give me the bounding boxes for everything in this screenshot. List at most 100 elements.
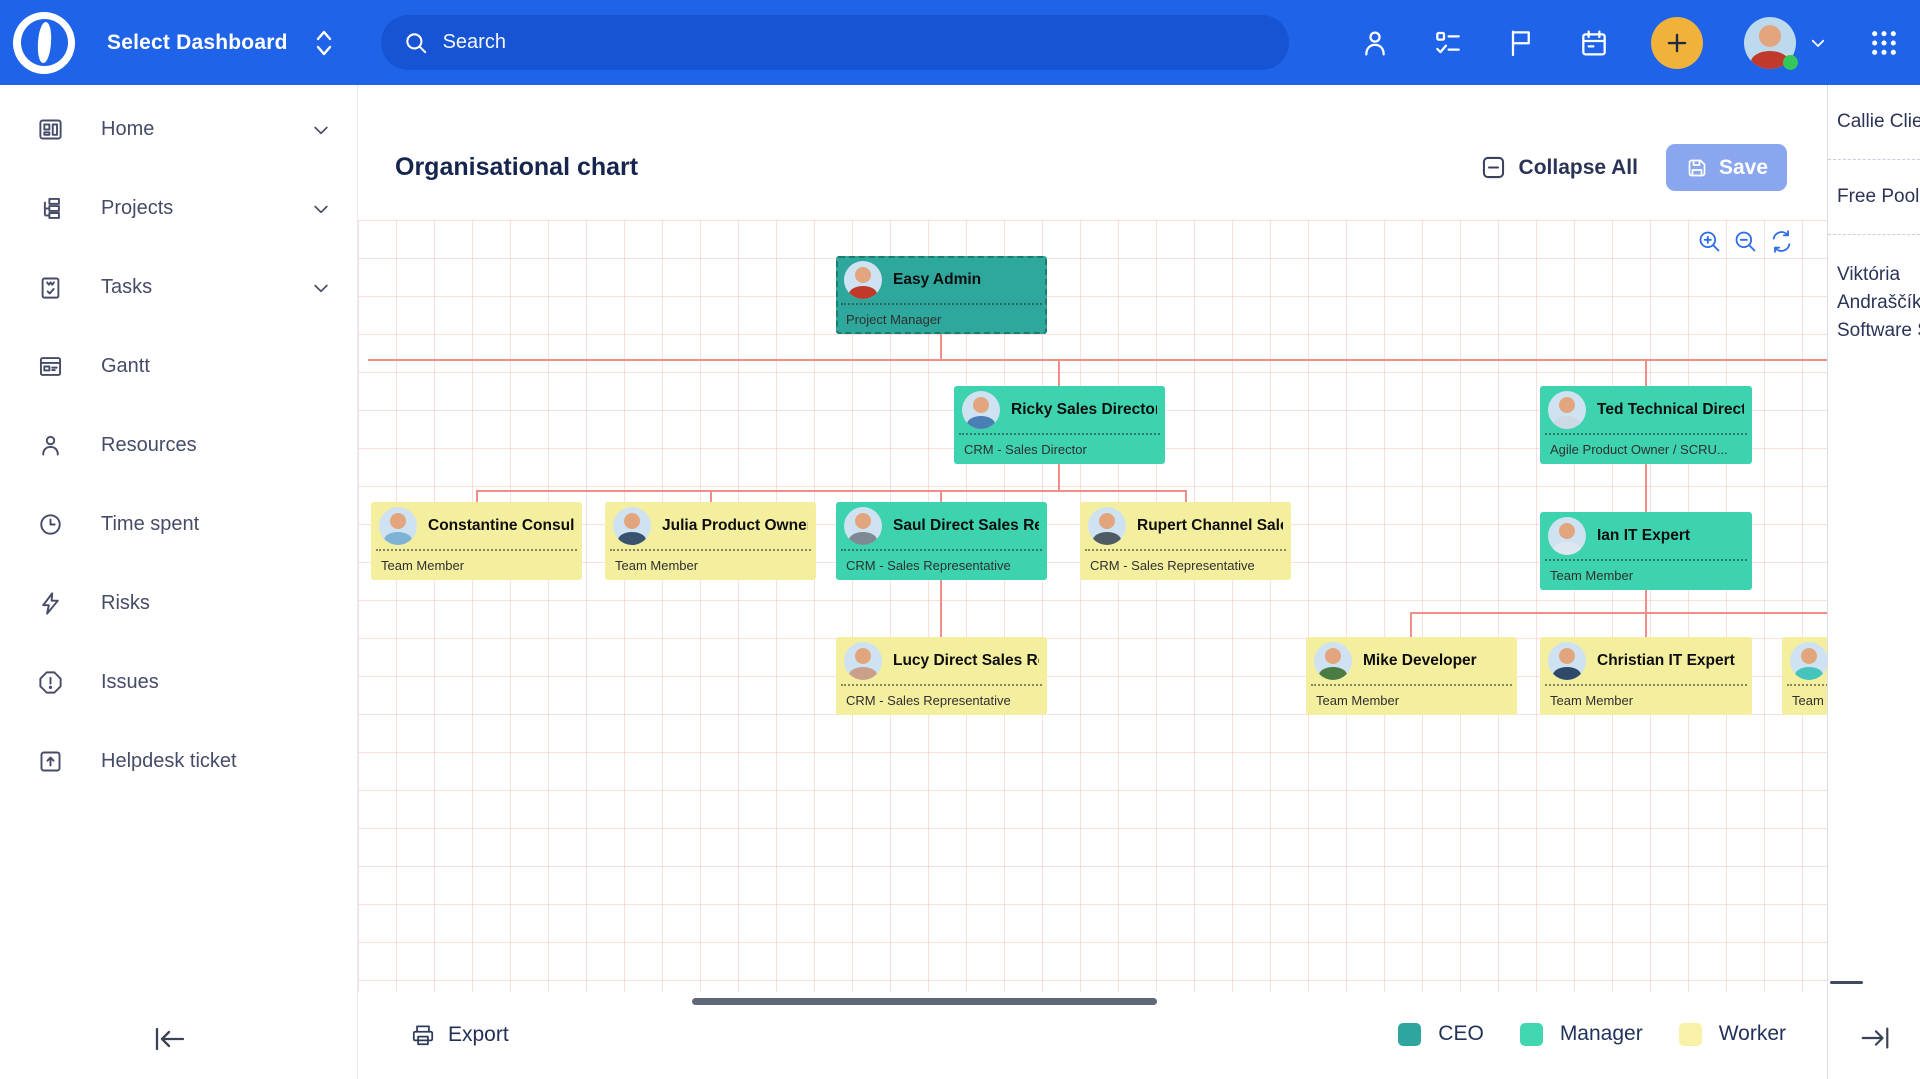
sidebar-item-helpdesk-ticket[interactable]: Helpdesk ticket: [0, 722, 357, 801]
org-node-ted[interactable]: Ted Technical Director Agile Product Own…: [1540, 386, 1752, 464]
org-node-christian[interactable]: Christian IT Expert Team Member: [1540, 637, 1752, 715]
zoom-in-icon[interactable]: [1696, 228, 1723, 255]
connector-line: [1645, 464, 1647, 512]
node-divider: [1311, 684, 1512, 686]
sidebar-item-label: Projects: [101, 197, 174, 219]
org-chart-canvas[interactable]: Easy Admin Project Manager Ricky Sales D…: [358, 220, 1827, 992]
home-dashboard-icon: [39, 119, 62, 140]
chevron-down-icon[interactable]: [311, 199, 331, 219]
sidebar-item-label: Issues: [101, 671, 159, 693]
sidebar-item-home[interactable]: Home: [0, 90, 357, 169]
org-node-constantine[interactable]: Constantine Consult... Team Member: [371, 502, 582, 580]
clock-icon: [40, 514, 61, 535]
page-header: Organisational chart Collapse All Save: [358, 85, 1827, 220]
sidebar-item-label: Home: [101, 118, 155, 140]
calendar-icon[interactable]: [1578, 27, 1610, 59]
legend-ceo-swatch: [1398, 1022, 1422, 1046]
horizontal-scrollbar[interactable]: [692, 998, 1157, 1005]
person-icon[interactable]: [1359, 27, 1391, 59]
connector-line: [1410, 612, 1412, 637]
connector-line: [940, 490, 942, 502]
sidebar-item-projects[interactable]: Projects: [0, 169, 357, 248]
online-status-dot: [1783, 54, 1798, 70]
chevron-down-icon[interactable]: [1809, 34, 1827, 52]
connector-line: [1645, 359, 1647, 386]
node-divider: [1545, 433, 1747, 435]
apps-grid-icon[interactable]: [1868, 27, 1900, 59]
risks-bolt-icon: [42, 592, 59, 615]
sidebar-item-time-spent[interactable]: Time spent: [0, 485, 357, 564]
org-node-rupert[interactable]: Rupert Channel Sale... CRM - Sales Repre…: [1080, 502, 1291, 580]
connector-line: [940, 580, 942, 637]
panel-scrollbar[interactable]: [1830, 981, 1863, 984]
search-icon: [405, 32, 426, 53]
org-node-ian[interactable]: Ian IT Expert Team Member: [1540, 512, 1752, 590]
canvas-footer: Export CEO Manager Worker: [358, 992, 1827, 1079]
collapse-all-button[interactable]: Collapse All: [1480, 154, 1638, 181]
pool-item-viktoria[interactable]: Viktória Andraščíková Software S: [1837, 264, 1920, 341]
sidebar-item-risks[interactable]: Risks: [0, 564, 357, 643]
org-node-easy-admin[interactable]: Easy Admin Project Manager: [836, 256, 1047, 334]
avatar: [844, 260, 882, 299]
sidebar-item-tasks[interactable]: Tasks: [0, 248, 357, 327]
pool-item-callie-client[interactable]: Callie Client: [1828, 85, 1920, 160]
issues-alert-icon: [39, 671, 62, 694]
avatar: [844, 641, 882, 680]
avatar: [1088, 506, 1126, 545]
legend: CEO Manager Worker: [1398, 1022, 1786, 1046]
connector-line: [710, 490, 712, 502]
collapse-sidebar-icon[interactable]: [150, 1021, 190, 1057]
sidebar-item-label: Risks: [101, 592, 150, 614]
node-divider: [841, 549, 1042, 551]
page-title: Organisational chart: [395, 153, 639, 181]
legend-worker-swatch: [1678, 1022, 1702, 1046]
legend-manager-label: Manager: [1559, 1022, 1643, 1045]
org-node-saul[interactable]: Saul Direct Sales Rep CRM - Sales Repres…: [836, 502, 1047, 580]
connector-line: [1645, 590, 1647, 612]
connector-line: [476, 490, 1185, 492]
sidebar-item-label: Tasks: [101, 276, 153, 298]
org-node-mike[interactable]: Mike Developer Team Member: [1306, 637, 1517, 715]
chevron-down-icon[interactable]: [311, 278, 331, 298]
add-button[interactable]: [1651, 16, 1703, 69]
sidebar-item-resources[interactable]: Resources: [0, 406, 357, 485]
search-input[interactable]: [442, 31, 1243, 54]
minus-square-icon: [1482, 156, 1504, 179]
dashboard-selector[interactable]: Select Dashboard: [107, 28, 334, 58]
org-node-partial[interactable]: Team Member: [1782, 637, 1827, 715]
helpdesk-box-icon: [40, 751, 61, 772]
node-divider: [1085, 549, 1286, 551]
chevron-down-icon[interactable]: [311, 120, 331, 140]
user-menu[interactable]: [1744, 16, 1798, 70]
export-button[interactable]: Export: [410, 1022, 509, 1048]
save-button[interactable]: Save: [1665, 144, 1787, 191]
refresh-icon[interactable]: [1768, 228, 1795, 255]
sort-chevrons-icon: [316, 30, 331, 55]
avatar: [1548, 390, 1586, 429]
org-node-ricky[interactable]: Ricky Sales Director CRM - Sales Directo…: [954, 386, 1165, 464]
avatar: [613, 506, 651, 545]
avatar: [1548, 641, 1586, 680]
pool-item-free-pool[interactable]: Free Pool: [1828, 160, 1920, 235]
app-logo[interactable]: [13, 11, 75, 74]
zoom-out-icon[interactable]: [1732, 228, 1759, 255]
avatar: [844, 506, 882, 545]
org-node-lucy[interactable]: Lucy Direct Sales Rep CRM - Sales Repres…: [836, 637, 1047, 715]
dashboard-selector-label: Select Dashboard: [107, 30, 288, 54]
search-bar[interactable]: [380, 15, 1289, 70]
collapse-panel-icon[interactable]: [1856, 1021, 1894, 1055]
connector-line: [1058, 359, 1060, 386]
org-node-julia[interactable]: Julia Product Owner Team Member: [605, 502, 816, 580]
node-divider: [841, 303, 1042, 305]
checklist-icon[interactable]: [1432, 27, 1464, 59]
avatar: [379, 506, 417, 545]
connector-line: [1645, 612, 1647, 637]
export-label: Export: [448, 1023, 509, 1046]
sidebar-item-issues[interactable]: Issues: [0, 643, 357, 722]
avatar: [1314, 641, 1352, 680]
node-divider: [1545, 559, 1747, 561]
connector-line: [940, 334, 942, 359]
sidebar-item-gantt[interactable]: Gantt: [0, 327, 357, 406]
sidebar-item-label: Helpdesk ticket: [101, 750, 237, 772]
flag-icon[interactable]: [1505, 27, 1537, 59]
